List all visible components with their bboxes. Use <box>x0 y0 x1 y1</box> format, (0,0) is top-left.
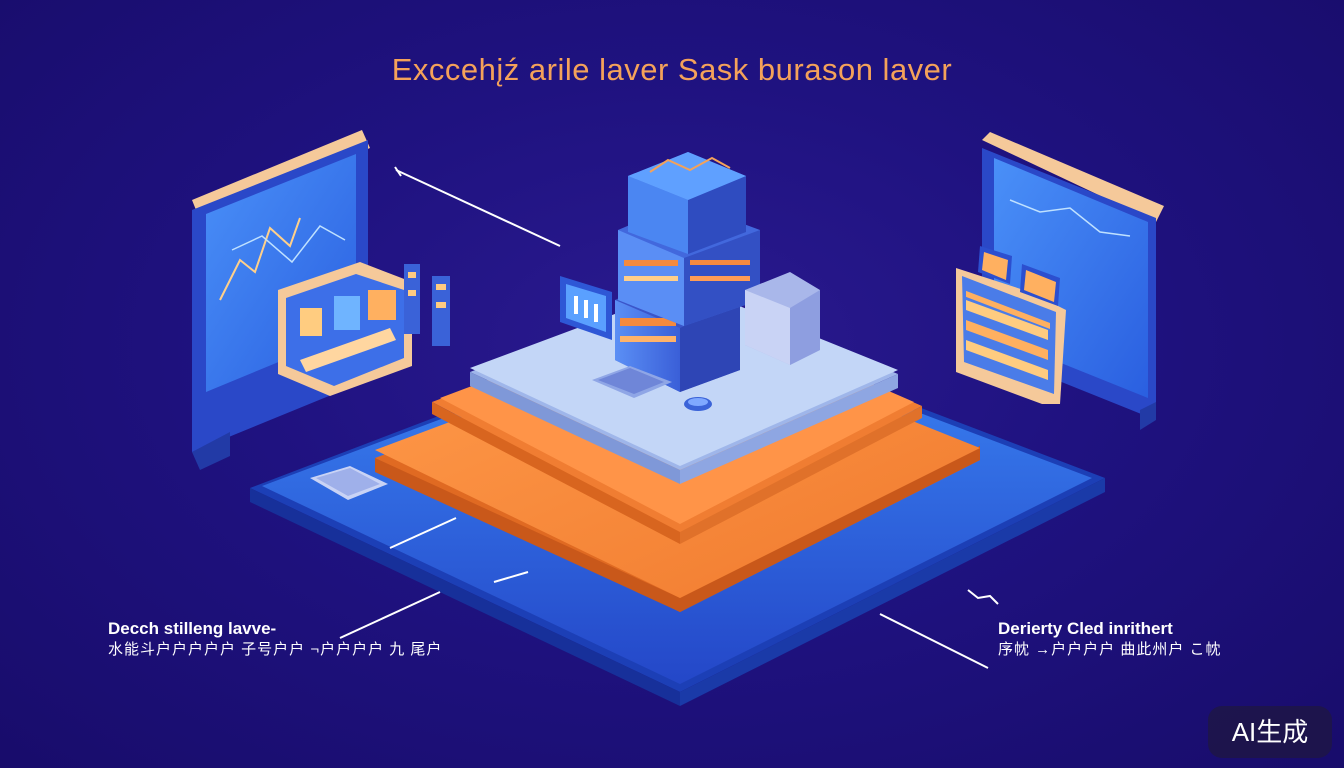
keyboard-icon <box>592 366 672 398</box>
rack-icon <box>745 272 820 365</box>
keyboard-icon <box>310 466 388 500</box>
left-label-title: Decch stilleng lavve- <box>108 619 277 638</box>
left-small-rack-icon <box>404 264 450 346</box>
right-screen-tiles-icon <box>978 246 1060 306</box>
mouse-icon <box>684 397 712 411</box>
left-dashboard-icon <box>278 262 412 396</box>
diagram-title: Exccehįź arile laver Sask burason laver <box>391 52 953 87</box>
ai-generated-badge: AI生成 <box>1208 706 1332 758</box>
left-label-subtitle: 水能斗户户户户户 子号户户 ¬户户户户 九 尾户 <box>108 641 443 659</box>
connector-lines <box>339 166 999 669</box>
right-dashboard-icon <box>956 268 1066 404</box>
monitor-icon <box>560 276 612 340</box>
right-layer-label: Derierty Cled inrithert 序帎 →户户户户 曲此州户 こ帎 <box>998 618 1222 660</box>
server-tower-icon <box>615 152 760 392</box>
right-label-subtitle: 序帎 →户户户户 曲此州户 こ帎 <box>998 641 1222 659</box>
right-label-title: Derierty Cled inrithert <box>998 619 1173 638</box>
left-layer-label: Decch stilleng lavve- 水能斗户户户户户 子号户户 ¬户户户… <box>108 618 442 660</box>
